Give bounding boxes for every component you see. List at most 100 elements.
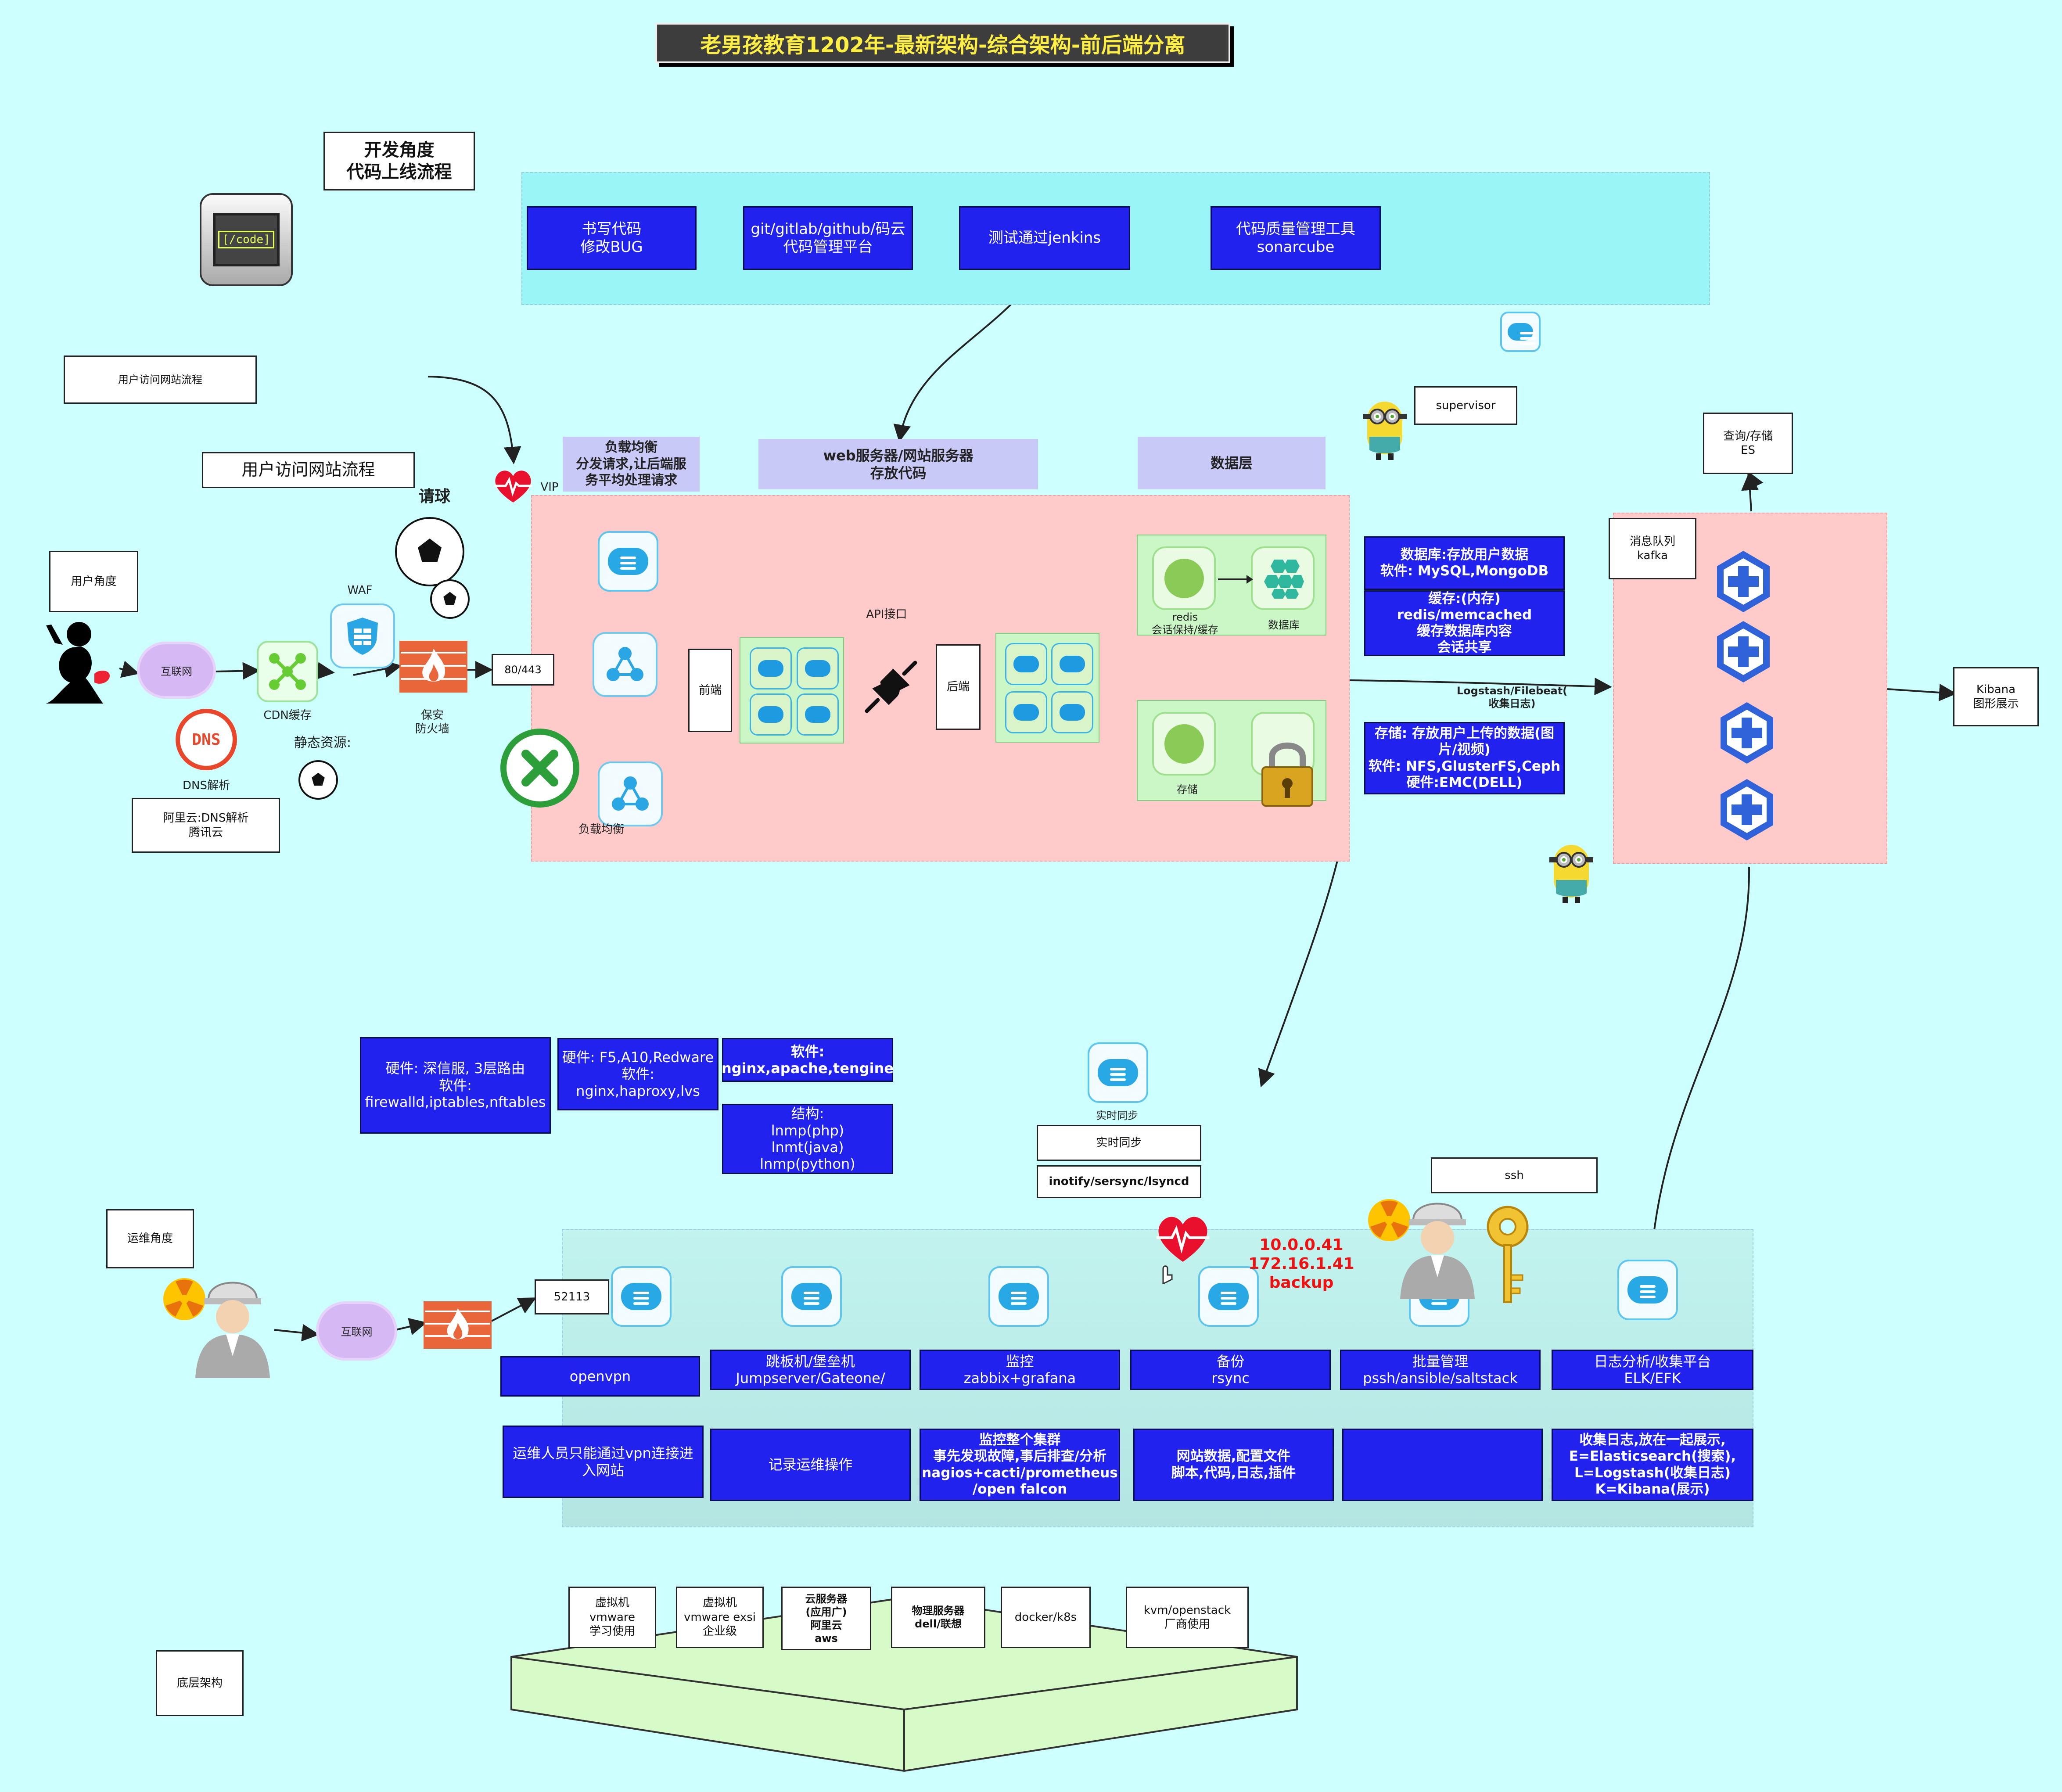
cdn-icon: [257, 641, 318, 702]
backup-server-icon: [1198, 1266, 1259, 1327]
web-header: web服务器/网站服务器 存放代码: [758, 439, 1038, 489]
ops-tool-monitor: 监控 zabbix+grafana: [920, 1350, 1120, 1390]
database-label: 数据库: [1268, 619, 1300, 631]
cloud-server-icon: [1500, 312, 1541, 352]
frontend-server-3: [750, 693, 792, 736]
redis-to-db-arrow: [1218, 575, 1253, 584]
ops-note-backup: 网站数据,配置文件 脚本,代码,日志,插件: [1133, 1429, 1334, 1501]
monitor-server-icon: [988, 1266, 1049, 1327]
ops-firewall-icon: [424, 1301, 492, 1349]
backend-server-2: [1051, 643, 1093, 685]
key-icon: [1487, 1206, 1529, 1303]
ops-note-vpn: 运维人员只能通过vpn连接进入网站: [503, 1426, 704, 1498]
soccer-ball-icon: [395, 517, 464, 586]
port-80-443: 80/443: [492, 654, 554, 686]
lb-nodes-icon: [593, 632, 657, 697]
storage-label: 存储: [1177, 783, 1198, 796]
sync-box: 实时同步: [1037, 1125, 1201, 1161]
backend-server-4: [1051, 691, 1093, 733]
openvpn-server-icon: [611, 1266, 672, 1327]
supervisor-box: supervisor: [1414, 386, 1517, 425]
static-resources-label: 静态资源:: [294, 735, 352, 751]
qingqiu-label: 请球: [418, 488, 450, 506]
database-icon: [1251, 546, 1315, 610]
padlock-icon: [1261, 742, 1313, 807]
ops-tool-batch: 批量管理 pssh/ansible/saltstack: [1340, 1350, 1541, 1390]
dev-heading: 开发角度 代码上线流程: [323, 132, 475, 190]
lb-server-icon: [598, 531, 658, 592]
infra-physical-server: 物理服务器 dell/联想: [891, 1587, 985, 1648]
kafka-node-icon-2: [1717, 621, 1770, 682]
ops-engineer-icon-2: [1368, 1199, 1475, 1299]
frontend-box: 前端: [688, 649, 732, 732]
sync-icon-label: 实时同步: [1096, 1110, 1138, 1122]
firewall-icon: [399, 641, 467, 693]
frontend-server-1: [750, 647, 792, 690]
dns-label: DNS解析: [183, 779, 230, 792]
soccer-ball-icon-static: [298, 760, 338, 800]
kibana-box: Kibana 图形展示: [1953, 667, 2039, 726]
ops-internet-cloud: 互联网: [316, 1301, 397, 1361]
ops-note-batch: [1342, 1429, 1543, 1501]
web-sw-note: 软件: nginx,apache,tengine: [722, 1038, 894, 1082]
code-icon: [/code]: [200, 193, 293, 286]
kafka-box: 消息队列 kafka: [1609, 518, 1696, 579]
cdn-label: CDN缓存: [263, 709, 312, 722]
ops-engineer-icon: [163, 1278, 270, 1378]
jumpserver-icon: [781, 1266, 842, 1327]
lb-hw-note: 硬件: F5,A10,Redware 软件: nginx,haproxy,lvs: [557, 1038, 718, 1110]
data-header: 数据层: [1138, 437, 1326, 489]
backup-ips-label: 10.0.0.41 172.16.1.41 backup: [1248, 1236, 1354, 1292]
firewall-hw-note: 硬件: 深信服, 3层路由 软件: firewalld,iptables,nft…: [360, 1037, 551, 1134]
dev-step-sonarcube: 代码质量管理工具 sonarcube: [1211, 206, 1381, 270]
logstash-label: Logstash/Filebeat( 收集日志): [1456, 685, 1568, 710]
ops-note-monitor: 监控整个集群 事先发现故障,事后排查/分析 nagios+cacti/prome…: [920, 1429, 1120, 1501]
backend-server-1: [1005, 643, 1047, 685]
bottom-layer-label: 底层架构: [156, 1650, 244, 1716]
user-flow-heading: 用户访问网站流程: [202, 452, 415, 488]
backend-server-3: [1005, 691, 1047, 733]
infra-docker-k8s: docker/k8s: [1001, 1587, 1091, 1648]
heartbeat-backup-icon: [1157, 1217, 1209, 1284]
storage-note: 存储: 存放用户上传的数据(图片/视频) 软件: NFS,GlusterFS,C…: [1364, 722, 1565, 794]
storage-icon: [1152, 712, 1216, 776]
dns-provider-box: 阿里云:DNS解析 腾讯云: [132, 798, 280, 853]
infra-vmware-exsi: 虚拟机 vmware exsi 企业级: [676, 1587, 764, 1648]
backend-box: 后端: [936, 644, 981, 730]
failed-x-icon: [500, 729, 579, 808]
infra-cloud-server: 云服务器 (应用广) 阿里云 aws: [781, 1587, 871, 1650]
structure-note: 结构: lnmp(php) lnmt(java) lnmp(python): [722, 1104, 893, 1174]
ops-tool-jumpserver: 跳板机/堡垒机 Jumpserver/Gateone/: [710, 1350, 911, 1390]
dns-icon-text: DNS: [192, 730, 221, 749]
elk-server-icon: [1617, 1260, 1678, 1320]
ops-tool-elk: 日志分析/收集平台 ELK/EFK: [1552, 1350, 1753, 1390]
vip-label: VIP: [540, 481, 559, 494]
dns-icon: DNS: [176, 709, 237, 770]
lb-header: 负载均衡 分发请求,让后端服 务平均处理请求: [563, 437, 700, 492]
waf-label: WAF: [347, 584, 373, 597]
dev-step-jenkins: 测试通过jenkins: [959, 206, 1130, 270]
ops-internet-label: 互联网: [341, 1326, 373, 1338]
api-label: API接口: [866, 608, 907, 621]
cache-note: 缓存:(内存) redis/memcached 缓存数据库内容 会话共享: [1364, 590, 1565, 656]
ops-tool-backup: 备份 rsync: [1130, 1350, 1331, 1390]
ops-note-jumpserver: 记录运维操作: [710, 1429, 911, 1501]
code-icon-text: [/code]: [218, 231, 274, 248]
infra-vmware: 虚拟机 vmware 学习使用: [568, 1587, 656, 1648]
db-note: 数据库:存放用户数据 软件: MySQL,MongoDB: [1364, 536, 1565, 590]
firewall-label: 保安 防火墙: [415, 709, 449, 736]
es-query-box: 查询/存储 ES: [1703, 413, 1793, 474]
user-flow-small-label: 用户访问网站流程: [64, 356, 257, 404]
kafka-node-icon-4: [1721, 779, 1773, 840]
infra-kvm-openstack: kvm/openstack 厂商使用: [1126, 1587, 1249, 1648]
ops-note-elk: 收集日志,放在一起展示, E=Elasticsearch(搜索), L=Logs…: [1552, 1429, 1753, 1501]
sync-server-icon: [1088, 1042, 1148, 1103]
kafka-node-icon-1: [1717, 551, 1770, 612]
lb-nodes-icon-backup: [598, 761, 663, 826]
page-title: 老男孩教育1202年-最新架构-综合架构-前后端分离: [700, 33, 1185, 57]
title-bar: 老男孩教育1202年-最新架构-综合架构-前后端分离: [655, 23, 1230, 63]
minion-icon: [1363, 402, 1407, 460]
ops-port-box: 52113: [535, 1279, 609, 1314]
internet-label: 互联网: [161, 665, 192, 678]
user-silhouette-icon: [46, 622, 110, 704]
